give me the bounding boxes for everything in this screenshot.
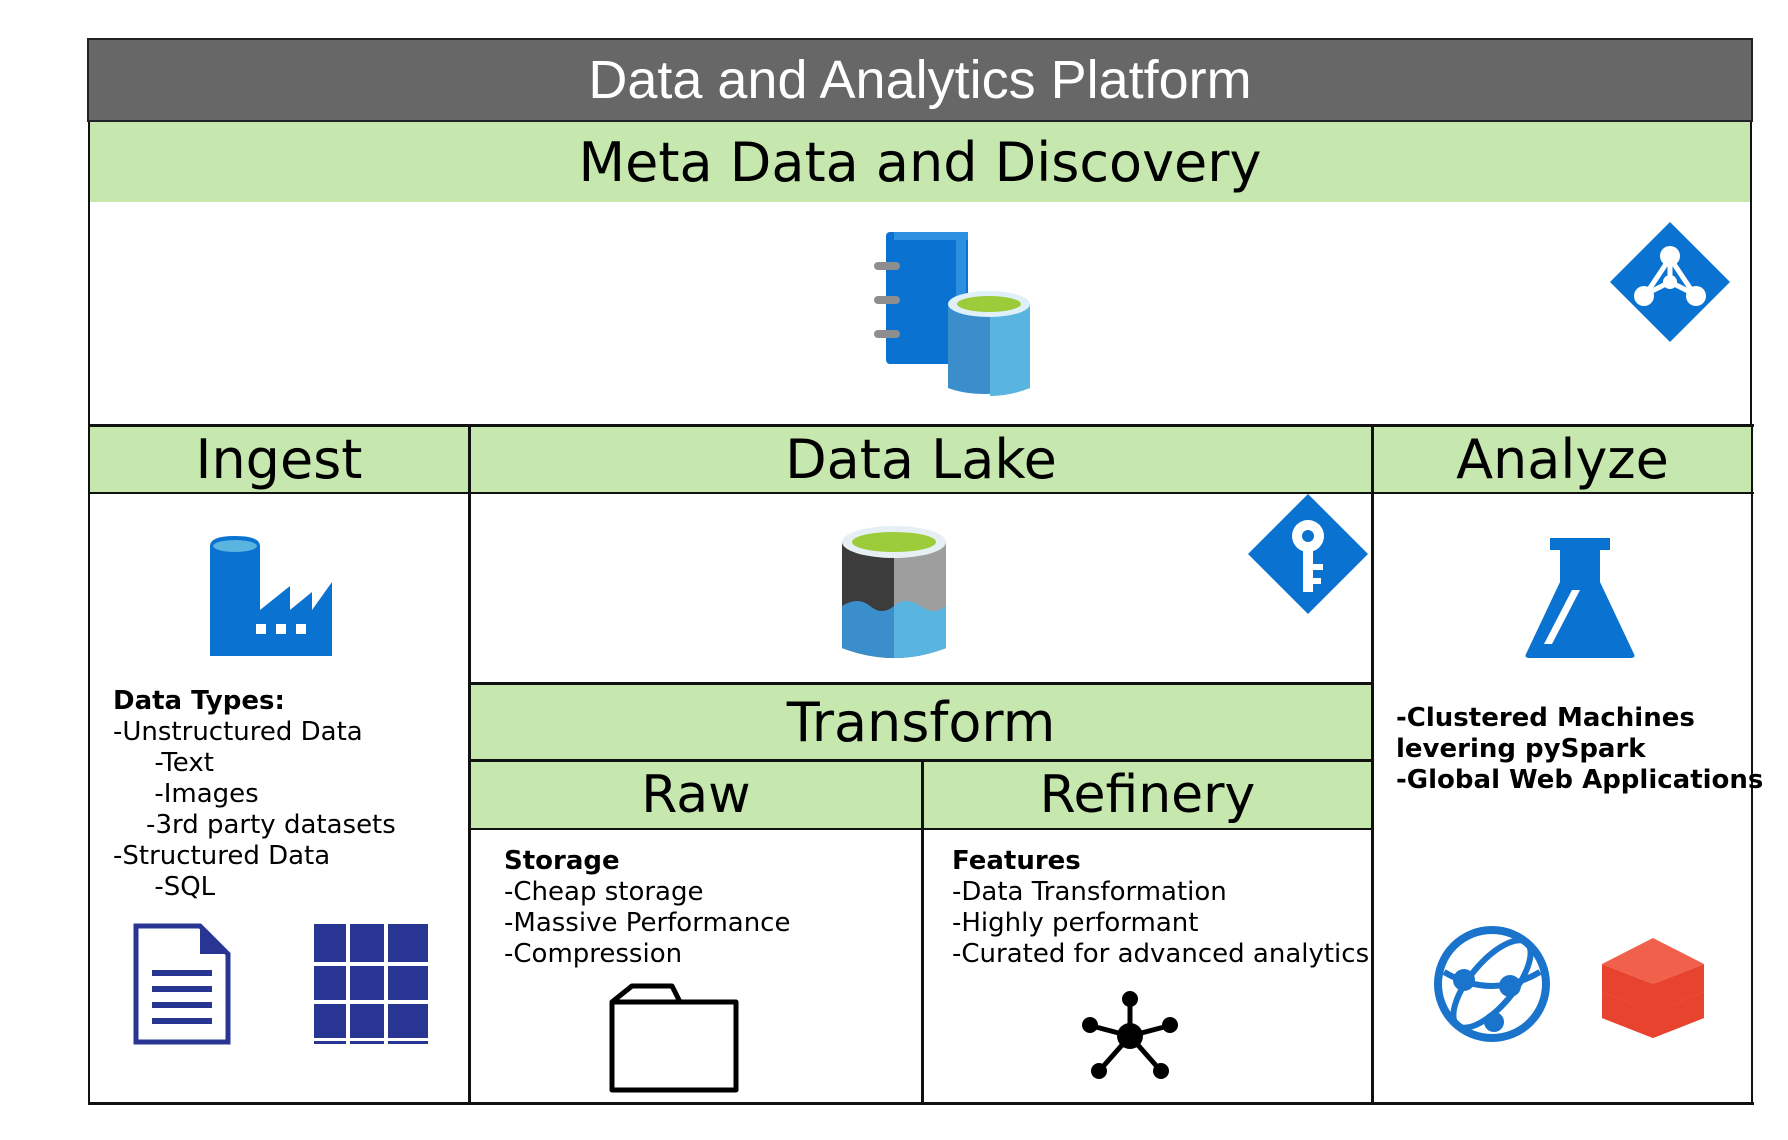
raw-line: -Cheap storage <box>504 877 704 907</box>
analyze-line: -Clustered Machines <box>1396 703 1695 733</box>
ingest-heading: Data Types: <box>113 686 285 716</box>
active-directory-icon <box>1610 222 1730 342</box>
key-vault-icon <box>1248 494 1368 614</box>
meta-data-header: Meta Data and Discovery <box>89 122 1751 202</box>
table-grid-icon <box>308 924 428 1044</box>
folder-icon <box>609 983 739 1093</box>
data-factory-icon <box>210 536 332 656</box>
refinery-line: -Data Transformation <box>952 877 1227 907</box>
document-icon <box>133 923 231 1045</box>
network-hub-icon <box>1082 991 1178 1079</box>
raw-heading: Storage <box>504 846 620 876</box>
raw-line: -Compression <box>504 939 683 969</box>
refinery-line: -Curated for advanced analytics <box>952 939 1370 969</box>
platform-title: Data and Analytics Platform <box>87 38 1753 122</box>
ingest-line: -SQL <box>113 872 216 902</box>
ingest-line: -Images <box>113 779 259 809</box>
data-catalog-icon <box>874 232 1030 396</box>
ingest-header: Ingest <box>90 427 468 492</box>
raw-header: Raw <box>471 762 921 828</box>
refinery-heading: Features <box>952 846 1081 876</box>
raw-line: -Massive Performance <box>504 908 791 938</box>
data-lake-header: Data Lake <box>471 427 1371 492</box>
ingest-line: -Unstructured Data <box>113 717 363 747</box>
ingest-line: -Text <box>113 748 214 778</box>
transform-header: Transform <box>471 685 1371 759</box>
analyze-line: -Global Web Applications <box>1396 765 1764 795</box>
machine-learning-flask-icon <box>1525 538 1635 658</box>
ingest-line: -Structured Data <box>113 841 331 871</box>
analyze-line: levering pySpark <box>1396 734 1646 764</box>
refinery-header: Refinery <box>924 762 1371 828</box>
ingest-line: -3rd party datasets <box>113 810 396 840</box>
data-lake-storage-icon <box>842 526 946 658</box>
analyze-header: Analyze <box>1374 427 1751 492</box>
databricks-icon <box>1602 938 1704 1038</box>
web-app-globe-icon <box>1434 926 1550 1042</box>
meta-data-panel <box>88 122 1752 424</box>
refinery-line: -Highly performant <box>952 908 1199 938</box>
